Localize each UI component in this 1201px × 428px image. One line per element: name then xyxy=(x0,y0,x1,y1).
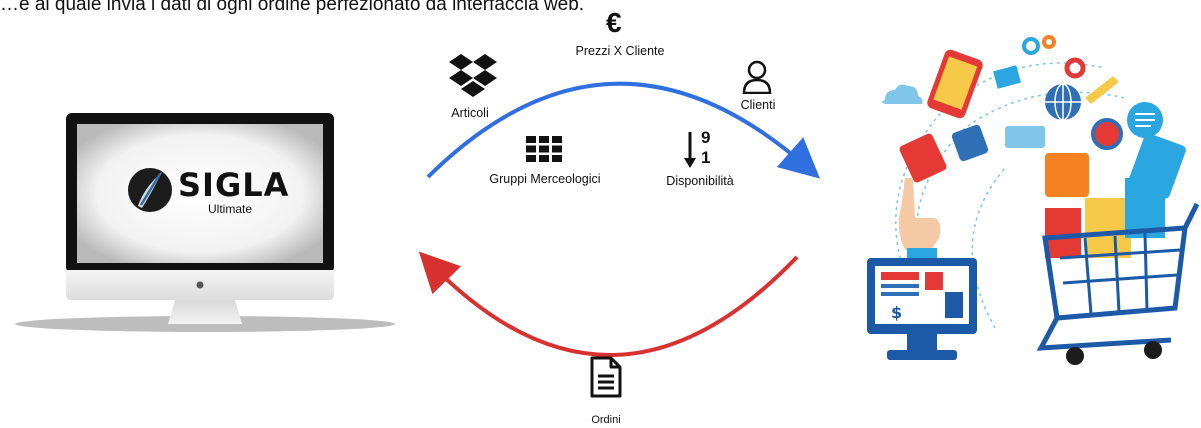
sort-top-digit: 9 xyxy=(701,128,711,147)
clienti-label: Clienti xyxy=(740,98,776,112)
prezzi-label: Prezzi X Cliente xyxy=(575,44,665,58)
outbound-arrow xyxy=(426,81,821,179)
grid-icon xyxy=(526,136,562,162)
caption-text: …e al quale invia i dati di ogni ordine … xyxy=(0,0,585,15)
inbound-arrow xyxy=(418,251,799,357)
sort-bottom-digit: 1 xyxy=(701,148,711,167)
ecommerce-illustration: $ xyxy=(867,35,1200,365)
disponibilita-label: Disponibilità xyxy=(666,174,734,188)
euro-icon: € xyxy=(606,7,622,38)
down-arrow-icon xyxy=(684,132,696,168)
user-icon xyxy=(742,60,772,94)
ordini-label: Ordini xyxy=(591,414,621,426)
sort-numeric-icon: 9 1 xyxy=(683,128,723,170)
dropbox-icon xyxy=(449,54,497,97)
computer-monitor: SIGLA Ultimate xyxy=(10,110,395,340)
articoli-label: Articoli xyxy=(451,106,489,120)
document-icon xyxy=(590,356,622,398)
svg-text:$: $ xyxy=(891,303,902,322)
gruppi-label: Gruppi Merceologici xyxy=(489,172,601,186)
monitor-illustration xyxy=(15,113,395,332)
logo-subtext: Ultimate xyxy=(208,202,253,216)
logo-text: SIGLA xyxy=(178,166,290,204)
